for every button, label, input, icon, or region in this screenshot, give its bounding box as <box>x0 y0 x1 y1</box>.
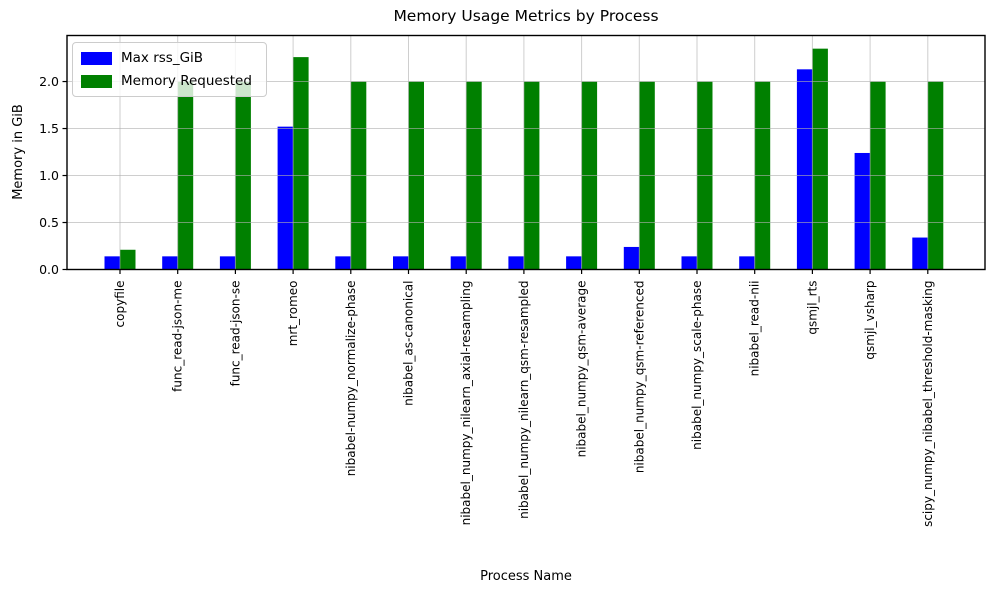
y-tick-label: 2.0 <box>39 74 59 89</box>
legend-item-max-rss: Max rss_GiB <box>81 50 252 66</box>
bar-memory-requested <box>120 249 136 270</box>
bar-max-rss <box>335 256 351 270</box>
bar-max-rss <box>854 152 871 270</box>
legend-swatch-memory-requested-icon <box>81 74 112 88</box>
legend-label-max-rss: Max rss_GiB <box>121 50 204 66</box>
bar-max-rss <box>393 256 409 270</box>
x-tick-label: nibabel_numpy_qsm-referenced <box>632 281 646 474</box>
legend: Max rss_GiB Memory Requested <box>72 42 267 97</box>
plot-border <box>66 34 986 271</box>
x-tick-label: qsmjl_vsharp <box>863 281 877 360</box>
bar-max-rss <box>104 256 120 270</box>
legend-label-memory-requested: Memory Requested <box>121 73 252 89</box>
bar-max-rss <box>219 256 236 270</box>
bar-max-rss <box>912 237 928 270</box>
x-tick-label: func_read-json-me <box>171 281 185 392</box>
bar-max-rss <box>623 246 640 270</box>
bar-memory-requested <box>293 57 309 270</box>
x-axis-label: Process Name <box>480 569 572 584</box>
bar-max-rss <box>277 126 294 270</box>
bar-max-rss <box>739 256 755 270</box>
bar-max-rss <box>681 256 697 270</box>
bar-max-rss <box>162 256 178 270</box>
x-tick-label: nibabel_numpy_nilearn_qsm-resampled <box>517 281 531 519</box>
legend-swatch-max-rss-icon <box>81 51 112 65</box>
bar-memory-requested <box>812 48 828 270</box>
y-axis-label: Memory in GiB <box>11 104 26 200</box>
x-tick-label: nibabel_numpy_nilearn_axial-resampling <box>459 281 473 526</box>
x-tick-label: nibabel_read-nii <box>748 281 762 377</box>
bar-max-rss <box>450 256 467 270</box>
x-tick-label: nibabel_numpy_qsm-average <box>575 281 589 458</box>
legend-item-memory-requested: Memory Requested <box>81 73 252 89</box>
x-tick-label: mrt_romeo <box>286 281 300 347</box>
x-tick-label: func_read-json-se <box>228 281 242 387</box>
x-tick-label: copyfile <box>113 281 127 328</box>
x-tick-label: scipy_numpy_nibabel_threshold-masking <box>921 281 935 527</box>
bar-max-rss <box>566 256 582 270</box>
y-tick-label: 0.0 <box>39 262 59 277</box>
bar-max-rss <box>508 256 524 270</box>
y-tick-label: 1.0 <box>39 168 59 183</box>
x-tick-label: nibabel_as-canonical <box>402 281 416 406</box>
y-tick-label: 0.5 <box>39 215 59 230</box>
x-tick-label: nibabel-numpy_normalize-phase <box>344 281 358 477</box>
x-tick-label: qsmjl_rts <box>805 281 819 335</box>
x-tick-label: nibabel_numpy_scale-phase <box>690 281 704 450</box>
y-tick-label: 1.5 <box>39 121 59 136</box>
chart-title: Memory Usage Metrics by Process <box>393 7 659 25</box>
bar-max-rss <box>796 69 813 270</box>
